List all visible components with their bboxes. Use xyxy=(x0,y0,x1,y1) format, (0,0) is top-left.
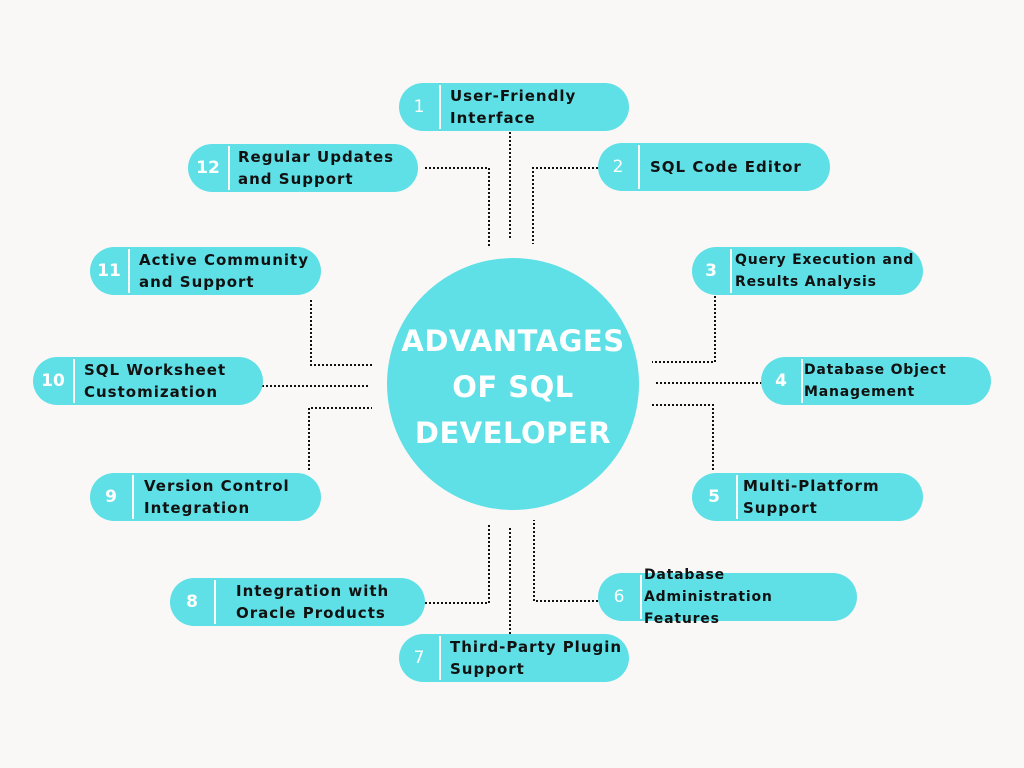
item-10-divider xyxy=(73,359,75,403)
item-1-divider xyxy=(439,85,441,129)
item-6-pill: 6 Database Administration Features xyxy=(598,567,857,627)
item-11-divider xyxy=(128,249,130,293)
item-8-divider xyxy=(214,580,216,624)
item-10-number: 10 xyxy=(41,371,65,391)
item-1-pill: 1 User-Friendly Interface xyxy=(399,83,629,131)
item-8-label: Integration with Oracle Products xyxy=(236,582,390,622)
item-7-number: 7 xyxy=(413,648,425,668)
item-5-pill: 5 Multi-Platform Support xyxy=(692,473,923,521)
item-2-number: 2 xyxy=(612,157,624,177)
central-topic-circle: ADVANTAGES OF SQL DEVELOPER xyxy=(387,258,639,510)
item-8-number: 8 xyxy=(186,592,198,612)
item-12-label: Regular Updates and Support xyxy=(238,148,395,188)
item-4-pill: 4 Database Object Management xyxy=(761,357,991,405)
item-12-divider xyxy=(228,146,230,190)
connector-11 xyxy=(310,300,372,366)
item-3-pill: 3 Query Execution and Results Analysis xyxy=(692,247,923,295)
item-10-label: SQL Worksheet Customization xyxy=(84,361,227,401)
connector-8 xyxy=(425,524,490,604)
item-11-number: 11 xyxy=(97,261,121,281)
item-5-label: Multi-Platform Support xyxy=(743,477,880,517)
item-11-pill: 11 Active Community and Support xyxy=(90,247,321,295)
item-3-divider xyxy=(730,249,732,293)
item-9-number: 9 xyxy=(105,487,117,507)
item-3-label: Query Execution and Results Analysis xyxy=(735,252,915,290)
item-3-number: 3 xyxy=(705,261,717,281)
item-5-divider xyxy=(736,475,738,519)
item-12-pill: 12 Regular Updates and Support xyxy=(188,144,418,192)
item-6-label: Database Administration Features xyxy=(644,567,773,627)
item-2-label: SQL Code Editor xyxy=(650,158,802,176)
item-1-number: 1 xyxy=(413,97,425,117)
connector-2 xyxy=(532,167,598,244)
item-5-number: 5 xyxy=(708,487,720,507)
item-10-pill: 10 SQL Worksheet Customization xyxy=(33,357,263,405)
item-4-number: 4 xyxy=(775,371,787,391)
item-12-number: 12 xyxy=(196,158,220,178)
connector-12 xyxy=(425,167,490,248)
connector-9 xyxy=(308,407,372,470)
item-4-label: Database Object Management xyxy=(804,362,947,400)
item-7-pill: 7 Third-Party Plugin Support xyxy=(399,634,629,682)
item-2-pill: 2 SQL Code Editor xyxy=(598,143,830,191)
connector-3 xyxy=(652,296,716,363)
item-11-label: Active Community and Support xyxy=(139,251,310,291)
item-9-divider xyxy=(132,475,134,519)
item-9-label: Version Control Integration xyxy=(144,477,290,517)
item-7-divider xyxy=(439,636,441,680)
item-4-divider xyxy=(801,359,803,403)
item-6-number: 6 xyxy=(613,587,625,607)
item-2-divider xyxy=(638,145,640,189)
item-7-label: Third-Party Plugin Support xyxy=(450,638,623,678)
item-9-pill: 9 Version Control Integration xyxy=(90,473,321,521)
item-8-pill: 8 Integration with Oracle Products xyxy=(170,578,425,626)
central-topic-title: ADVANTAGES OF SQL DEVELOPER xyxy=(401,324,625,450)
item-6-divider xyxy=(640,575,642,619)
connector-5 xyxy=(652,404,714,470)
connector-6 xyxy=(533,520,598,602)
item-1-label: User-Friendly Interface xyxy=(450,87,577,127)
